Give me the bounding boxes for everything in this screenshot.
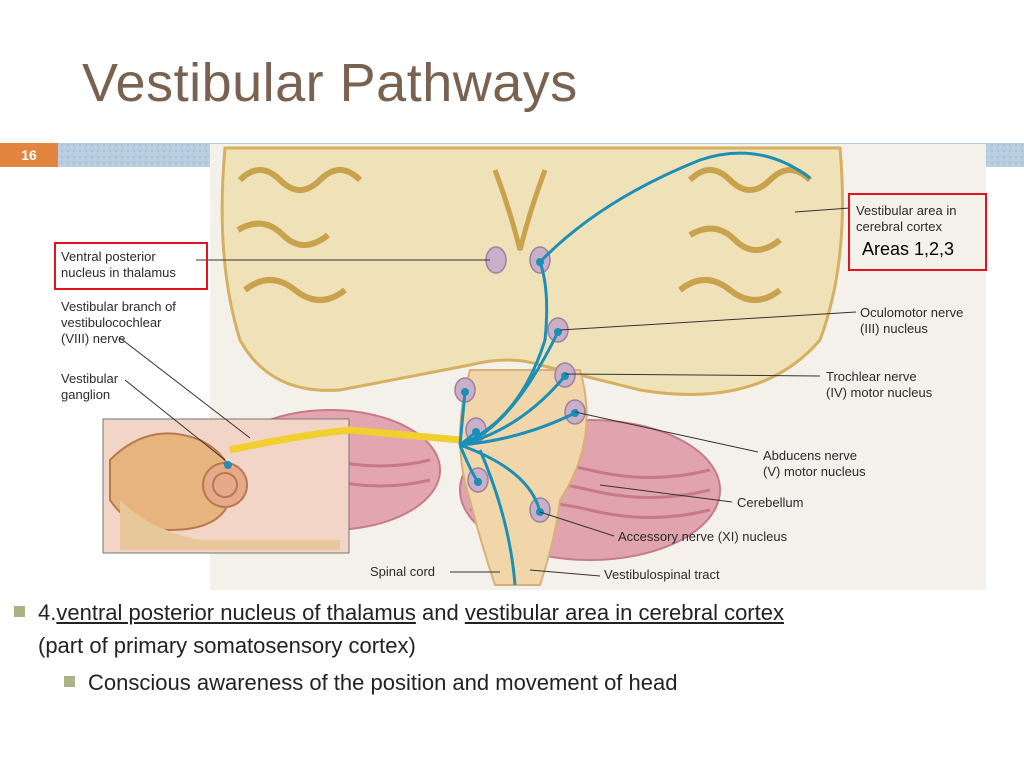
label-accessory: Accessory nerve (XI) nucleus (618, 529, 788, 544)
bullet-1-line-2: (part of primary somatosensory cortex) (38, 633, 416, 658)
sub-bullet-marker (64, 676, 75, 687)
label-vestibular-ganglion: Vestibular ganglion (61, 371, 119, 402)
label-abducens: Abducens nerve (V) motor nucleus (763, 448, 866, 479)
vestibular-pathways (458, 151, 811, 586)
brainstem (459, 369, 588, 586)
cortex-highlight-box (848, 193, 987, 271)
ventricles (492, 169, 548, 251)
bullet-1-underlined-1: ventral posterior nucleus of thalamus (56, 600, 416, 625)
bullet-1: 4.ventral posterior nucleus of thalamus … (38, 596, 1024, 662)
bullet-1-mid: and (415, 600, 465, 625)
label-oculomotor: Oculomotor nerve (III) nucleus (860, 305, 964, 336)
slide-number: 16 (0, 143, 58, 167)
label-areas: Areas 1,2,3 (862, 239, 955, 259)
label-vestibular-area: Vestibular area in cerebral cortex (856, 203, 957, 234)
label-vestibulospinal: Vestibulospinal tract (604, 567, 720, 582)
bullet-2: Conscious awareness of the position and … (88, 670, 678, 695)
label-trochlear: Trochlear nerve (IV) motor nucleus (826, 369, 933, 400)
vestibular-nerve (229, 426, 461, 454)
leader-lines (119, 207, 857, 577)
vestibular-pathway-diagram (102, 144, 986, 590)
gyri-right (678, 167, 813, 303)
label-spinal-cord: Spinal cord (370, 564, 436, 579)
cerebrum-section (220, 146, 844, 396)
gyri-left (236, 167, 363, 303)
bullet-1-underlined-2: vestibular area in cerebral cortex (464, 600, 784, 625)
bullet-1-prefix: 4. (38, 600, 57, 625)
vpn-highlight-box (54, 242, 208, 290)
label-cerebellum: Cerebellum (737, 495, 804, 510)
bullet-marker (14, 606, 25, 617)
slide-title: Vestibular Pathways (82, 53, 578, 113)
label-vestibular-branch: Vestibular branch of vestibulocochlear (… (61, 299, 176, 346)
label-ventral-posterior-nucleus: Ventral posterior nucleus in thalamus (61, 249, 176, 280)
